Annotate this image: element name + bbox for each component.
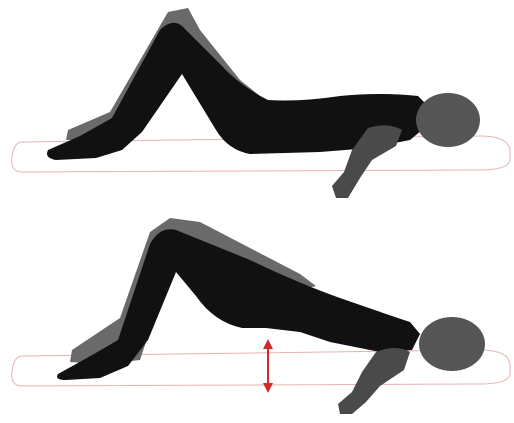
panel-rest <box>12 8 510 198</box>
panel-hips-raised <box>12 218 510 414</box>
head <box>419 317 485 371</box>
head <box>416 93 480 147</box>
near-arm <box>338 348 410 414</box>
